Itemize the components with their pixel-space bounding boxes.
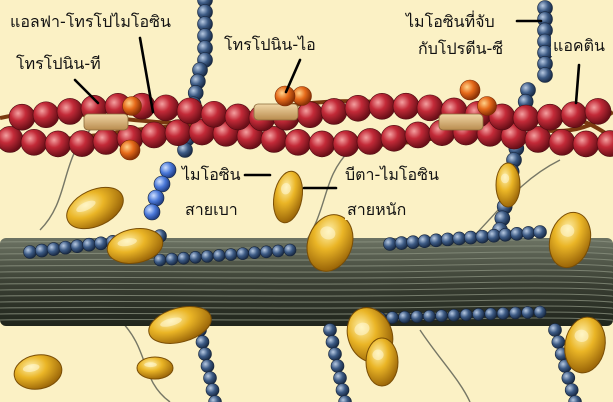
label-light-chain-line2: สายเบา bbox=[183, 200, 240, 220]
myosin-head bbox=[366, 338, 398, 386]
label-alpha-tropomyosin: แอลฟา-โทรโปไมโอซิน bbox=[8, 12, 173, 32]
label-troponin-i: โทรโปนิน-ไอ bbox=[222, 35, 318, 55]
myosin-head bbox=[496, 163, 520, 207]
label-light-chain-line1: ไมโอซิน bbox=[180, 165, 243, 185]
label-actin: แอคติน bbox=[551, 36, 607, 56]
label-beta-myosin-line1: บีตา-ไมโอซิน bbox=[343, 165, 441, 185]
label-binding-protein-line1: ไมโอซินที่จับ bbox=[404, 12, 497, 32]
label-beta-myosin-line2: สายหนัก bbox=[345, 200, 408, 220]
label-binding-protein-line2: กับโปรตีน-ซี bbox=[416, 39, 505, 59]
myosin-head bbox=[137, 357, 173, 379]
label-troponin-t: โทรโปนิน-ที bbox=[14, 54, 103, 74]
